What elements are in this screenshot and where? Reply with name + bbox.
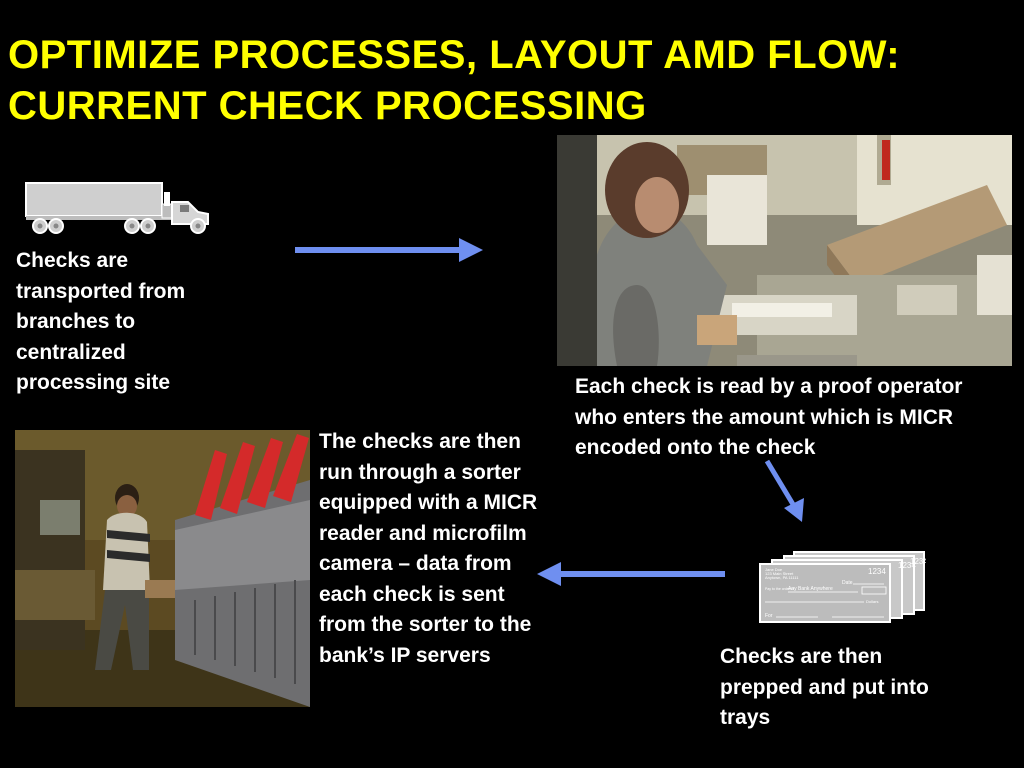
truck-icon: [22, 180, 214, 238]
arrow-right-icon: [293, 236, 485, 264]
sorter-caption: The checks are then run through a sorter…: [319, 427, 551, 671]
check-for-label: For: [765, 613, 773, 619]
transport-caption: Checks are transported from branches to …: [16, 246, 231, 399]
arrow-down-icon: [762, 458, 808, 524]
check-dollars-label: Dollars: [866, 599, 878, 604]
proof-caption: Each check is read by a proof operator w…: [575, 372, 985, 464]
prep-caption: Checks are then prepped and put into tra…: [720, 642, 950, 734]
proof-operator-photo: [557, 135, 1012, 366]
check-bank-name: Any Bank Anywhere: [788, 586, 833, 592]
check-number-back2: 1234: [898, 561, 916, 570]
check-stack-icon: 1234 1234 Jane Doe 123 Main Street Anyto…: [758, 550, 926, 624]
check-number: 1234: [868, 567, 886, 576]
check-date-label: Date: [842, 580, 853, 586]
arrow-left-icon: [535, 560, 727, 588]
sorter-machine-photo: [15, 430, 310, 707]
check-name-line3: Anytown, PA 11111: [765, 575, 799, 580]
slide-title: OPTIMIZE PROCESSES, LAYOUT AMD FLOW: CUR…: [8, 30, 1008, 132]
